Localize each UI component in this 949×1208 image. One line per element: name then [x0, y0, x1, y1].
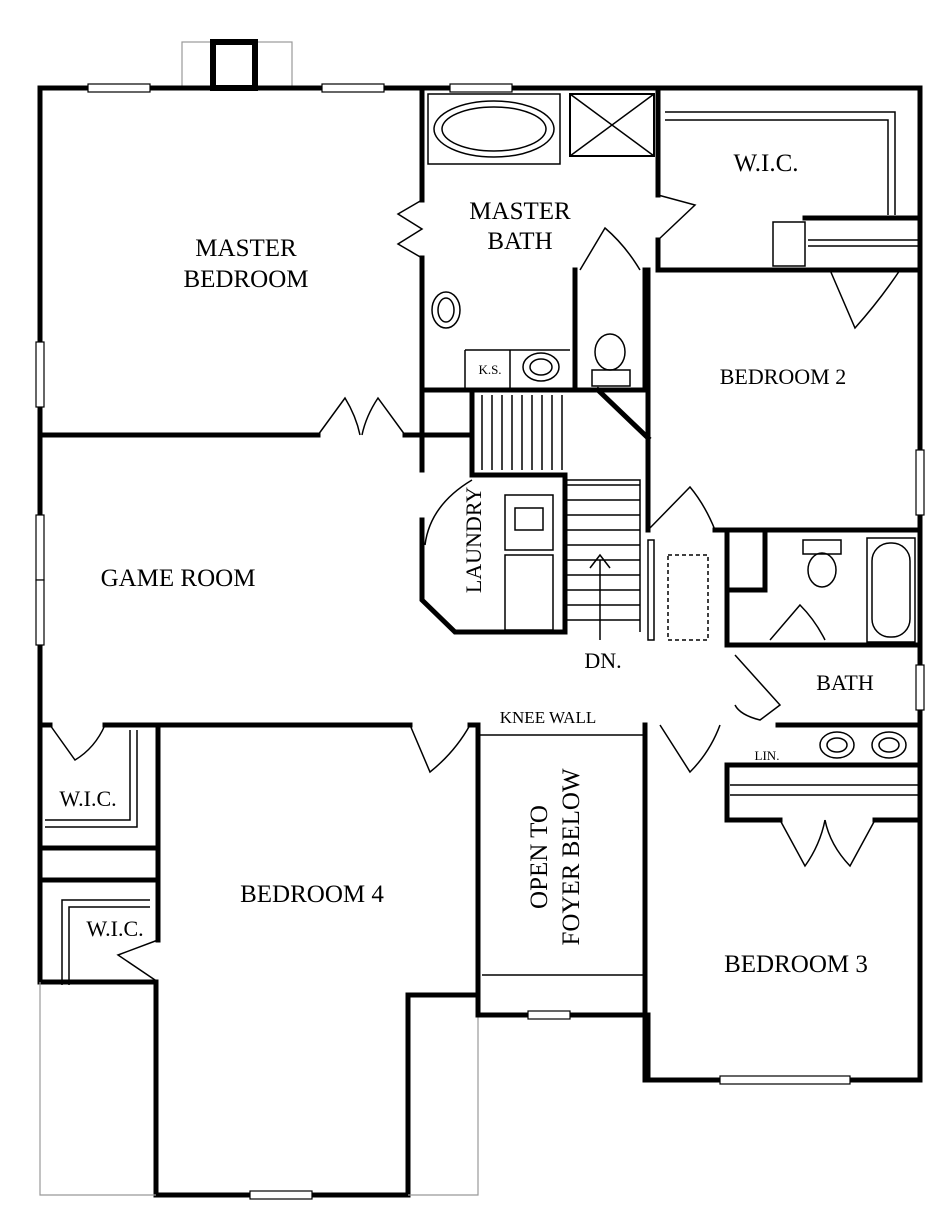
wic-left-upper-label: W.I.C.: [59, 786, 116, 811]
wic-master-label: W.I.C.: [733, 150, 798, 177]
closet-lines: [45, 111, 920, 985]
bedroom2-label: BEDROOM 2: [720, 364, 847, 389]
room-labels: MASTER BEDROOM MASTER BATH W.I.C. BEDROO…: [59, 150, 873, 978]
porch-outline: [39, 982, 479, 1196]
fixtures: [427, 93, 916, 759]
bath-label: BATH: [816, 670, 874, 695]
windows: [35, 83, 925, 1200]
knee-wall-label: KNEE WALL: [500, 708, 596, 727]
chimney: [181, 39, 293, 91]
master-bath-label-2: BATH: [487, 228, 552, 255]
master-bath-label-1: MASTER: [469, 198, 571, 225]
interior-walls: [37, 85, 923, 1083]
laundry-label: LAUNDRY: [461, 487, 486, 593]
doors: [49, 194, 901, 983]
dn-label: DN.: [584, 648, 621, 673]
master-bedroom-label-2: BEDROOM: [183, 266, 308, 293]
lin-label: LIN.: [755, 748, 780, 763]
game-room-label: GAME ROOM: [101, 565, 256, 592]
master-bedroom-label-1: MASTER: [195, 235, 297, 262]
bedroom3-label: BEDROOM 3: [724, 951, 868, 978]
open-foyer-label-1: OPEN TO: [526, 805, 553, 909]
bedroom4-label: BEDROOM 4: [240, 881, 384, 908]
exterior-walls: [37, 85, 923, 1198]
open-foyer-label-2: FOYER BELOW: [558, 768, 585, 945]
ks-label: K.S.: [478, 362, 501, 377]
stairs: [481, 395, 641, 640]
wic-left-lower-label: W.I.C.: [86, 916, 143, 941]
